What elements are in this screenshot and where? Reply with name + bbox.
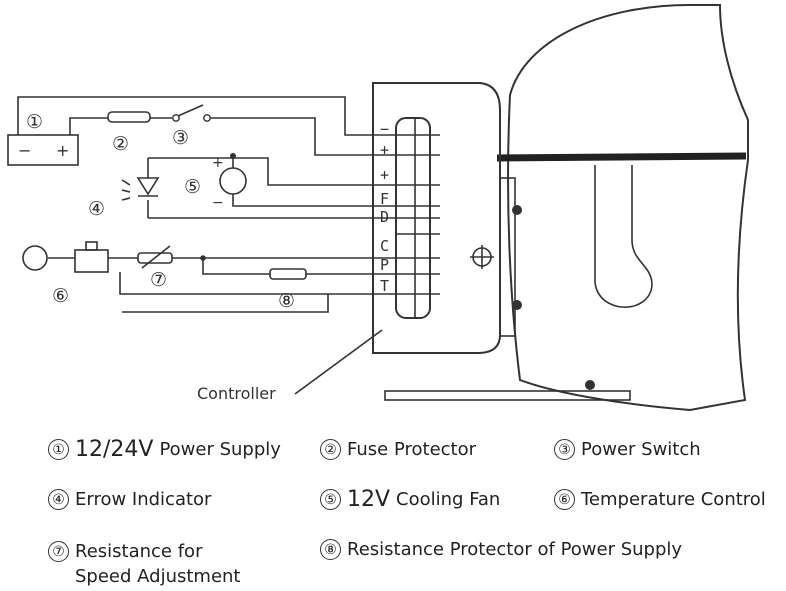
legend-number: ② [320,439,341,460]
legend-item-6: ⑥ Temperature Control [554,489,766,510]
switch-symbol [172,104,211,122]
component-number-2: ② [112,133,129,155]
legend-item-1: ① 12/24V Power Supply [48,437,281,462]
battery-body [7,134,79,166]
wiring-schematic: − + + F D C P T − + [7,4,749,412]
terminal-labels: − + + F D C P T [380,120,389,295]
wire-resistor8-in [202,258,270,275]
thermostat-body [74,249,109,273]
terminal-label-f: F [380,190,389,208]
compressor-base-plate [384,390,631,401]
legend-item-7: ⑦ Resistance for Speed Adjustment [48,539,241,589]
legend-item-3: ③ Power Switch [554,439,701,460]
compressor [384,4,749,412]
legend-text: Errow Indicator [75,489,212,510]
controller-mount-screw [470,245,494,269]
fan-plus: + [212,155,224,171]
battery-plus: + [56,141,69,160]
legend-text: Fuse Protector [347,439,477,460]
legend-item-8: ⑧ Resistance Protector of Power Supply [320,539,682,560]
component-number-1: ① [26,111,43,133]
wires [17,96,440,313]
indicator-symbol [121,177,160,201]
legend-text-line2: Speed Adjustment [75,566,241,587]
battery: − + [7,134,79,166]
wire-switch-controller [210,117,440,156]
wire-battery-neg [17,96,440,136]
fuse-symbol [107,111,151,123]
legend-text: Temperature Control [581,489,766,510]
legend-text: Resistance Protector of Power Supply [347,539,683,560]
temp-sensor-bulb [22,245,48,271]
legend-number: ⑥ [554,489,575,510]
battery-minus: − [18,141,31,160]
legend-item-2: ② Fuse Protector [320,439,476,460]
wire-t-return [122,294,329,313]
legend-item-4: ④ Errow Indicator [48,489,211,510]
legend-number: ⑦ [48,541,69,562]
terminal-label-pos1: + [380,141,389,159]
legend-text: Resistance for Speed Adjustment [75,539,241,589]
legend-text: Cooling Fan [396,489,501,510]
thermostat-knob [85,241,98,251]
variable-resistor-symbol [137,245,206,269]
legend-prefix: 12/24V [75,437,154,462]
controller-leader-line [294,329,383,395]
component-number-4: ④ [88,198,105,220]
fan-minus: − [212,195,224,211]
wire-fan-plus [148,157,440,186]
component-number-5: ⑤ [184,176,201,198]
terminal-label-t: T [380,277,389,295]
base-bolt [585,380,595,390]
bracket-bolt-bottom [512,300,522,310]
component-number-8: ⑧ [278,290,295,312]
resistor-symbol [269,268,307,280]
wire-fan-f [232,194,440,207]
component-number-6: ⑥ [52,285,69,307]
legend-text: Power Supply [159,439,281,460]
compressor-pipe [594,165,653,308]
legend-item-5: ⑤ 12V Cooling Fan [320,487,500,512]
legend-number: ⑤ [320,489,341,510]
compressor-housing [507,4,749,412]
controller-label: Controller [197,384,276,403]
fan-symbol: + − [212,153,247,211]
legend-number: ③ [554,439,575,460]
wire-t-terminal [119,272,440,295]
legend-text: Power Switch [581,439,701,460]
bracket-bolt-top [512,205,522,215]
legend-number: ⑧ [320,539,341,560]
wire-battery-pos [69,117,108,135]
component-number-7: ⑦ [150,269,167,291]
compressor-band [496,152,747,162]
terminal-label-d: D [380,208,389,226]
component-numbers: ① ② ③ ④ ⑤ ⑥ ⑦ ⑧ [26,111,295,312]
controller-housing [372,82,501,354]
terminal-label-c: C [380,237,389,255]
terminal-label-p: P [380,256,389,274]
terminal-label-pos2: + [380,166,389,184]
legend-prefix: 12V [347,487,391,512]
legend-text-line1: Resistance for [75,541,203,562]
terminal-label-neg: − [380,120,389,138]
temp-control-symbol [22,241,109,273]
component-number-3: ③ [172,127,189,149]
legend-number: ① [48,439,69,460]
legend-number: ④ [48,489,69,510]
